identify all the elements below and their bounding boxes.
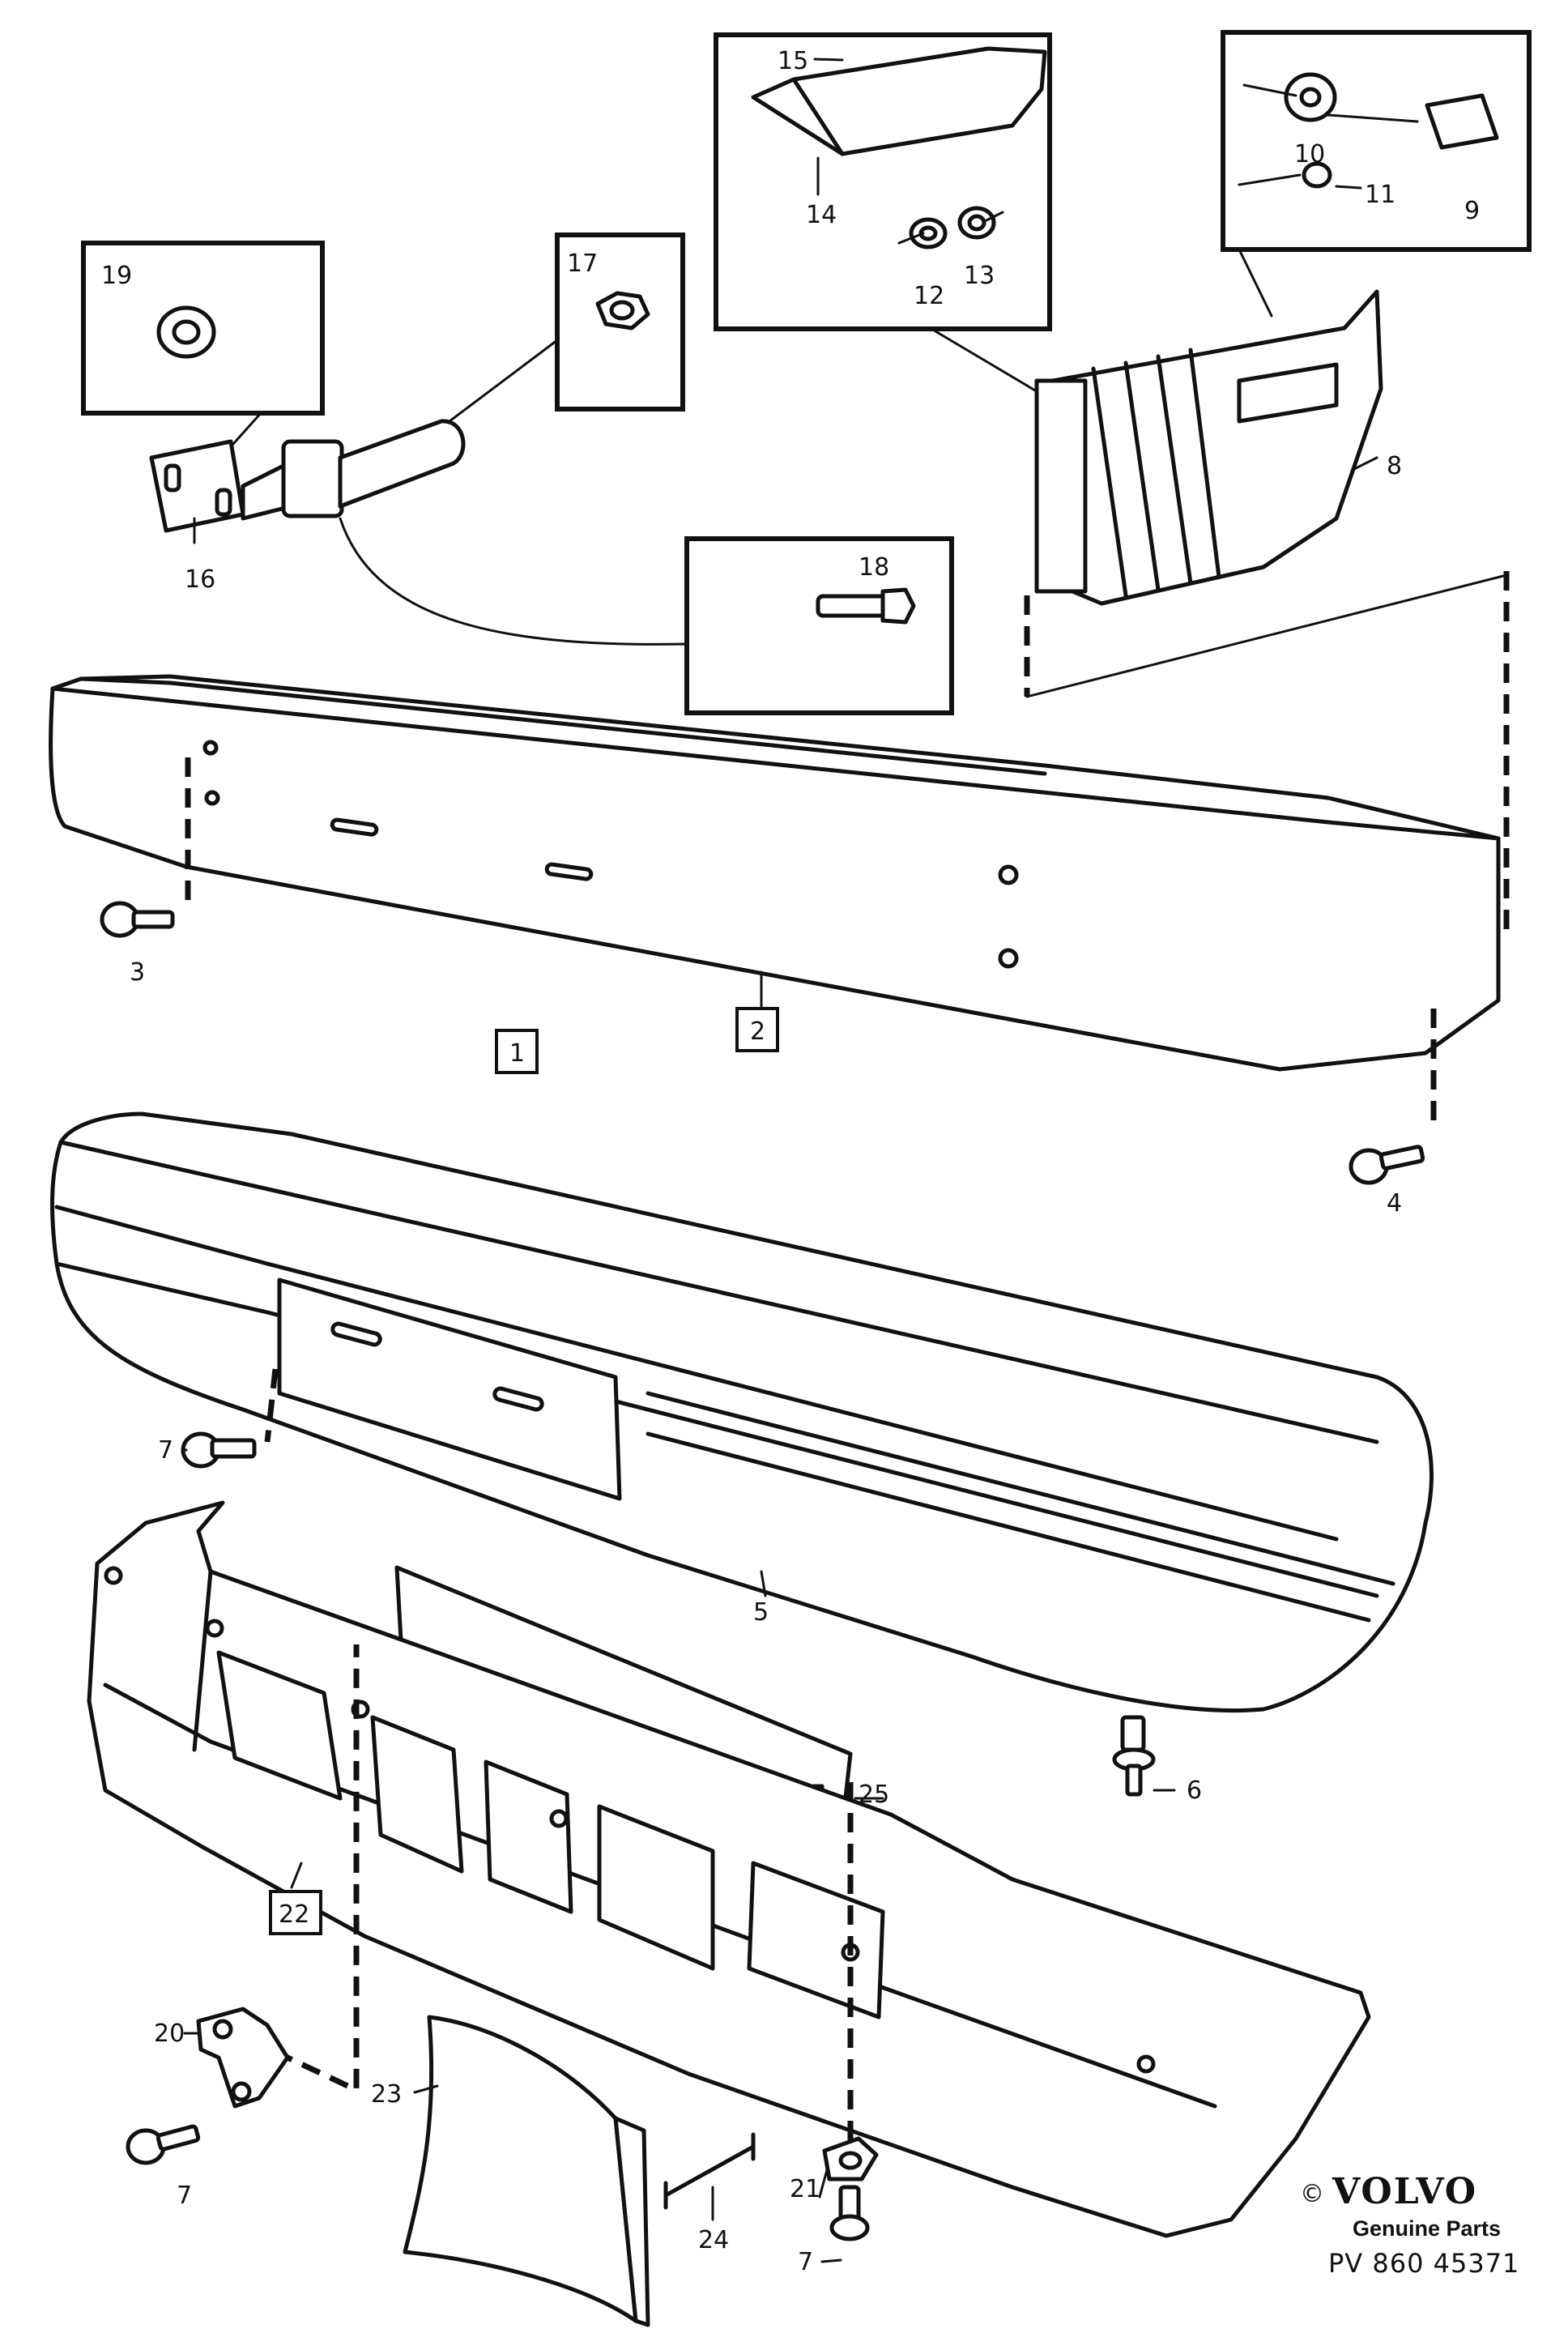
dashed-guide-8: [1024, 571, 1510, 940]
callout-3: 3: [130, 958, 145, 987]
callout-8: 8: [1387, 452, 1402, 480]
callout-11: 11: [1365, 181, 1395, 209]
callout-19: 19: [101, 262, 132, 290]
part-21-nut: [822, 2136, 879, 2182]
drawing-number: PV 860 45371: [1328, 2248, 1519, 2279]
callout-17: 17: [567, 250, 598, 278]
svg-text:2: 2: [750, 1017, 765, 1046]
callout-6: 6: [1187, 1776, 1202, 1805]
callout-7-bottom: 7: [798, 2248, 813, 2276]
part-7-screw-left: [126, 2124, 201, 2165]
part-7-screw-top: [181, 1431, 257, 1469]
part-3-screw: [100, 901, 175, 938]
callout-7-left: 7: [177, 2182, 192, 2210]
callout-16: 16: [185, 565, 215, 594]
part-23-cover: [403, 2015, 650, 2327]
part-22-valance: [87, 1500, 1371, 2238]
inset-box-9-11: [1221, 30, 1532, 252]
link-18-16: [339, 517, 688, 646]
callout-leaders: [181, 58, 1419, 2263]
callout-23: 23: [371, 2080, 402, 2109]
link-17-16: [448, 339, 559, 423]
svg-text:1: 1: [509, 1039, 525, 1068]
callout-9: 9: [1464, 197, 1480, 225]
boxed-callout-1: 1: [495, 1029, 539, 1074]
callout-10: 10: [1294, 140, 1325, 168]
inset-box-17: [555, 232, 685, 412]
callout-7-top: 7: [158, 1436, 173, 1465]
part-5-bumper-cover: [50, 1111, 1434, 1713]
part-6-stud: [1112, 1715, 1156, 1797]
dashed-guide-7: [264, 1368, 279, 1443]
part-24-clip: [663, 2132, 756, 2210]
callout-20: 20: [154, 2020, 185, 2048]
part-8-absorber: [1034, 289, 1383, 606]
copyright-symbol: ©: [1300, 2180, 1324, 2208]
inset-box-12-15: [714, 32, 1052, 331]
callout-12: 12: [914, 282, 944, 310]
callout-24: 24: [698, 2226, 729, 2254]
inset-box-19: [81, 241, 325, 416]
boxed-callout-22: 22: [269, 1890, 322, 1935]
link-1215-8: [930, 327, 1055, 403]
svg-text:22: 22: [279, 1900, 309, 1929]
callout-25: 25: [859, 1781, 889, 1809]
callout-4: 4: [1387, 1189, 1402, 1218]
callout-labels: 19 17 18 15 14 12 13 10 11 9 8 16 3 4 5 …: [101, 47, 1480, 2276]
callout-5: 5: [753, 1598, 769, 1627]
volvo-logo-block: © VOLVO Genuine Parts PV 860 45371: [1300, 2171, 1519, 2279]
guide-8-line: [1025, 574, 1508, 698]
part-7-screw-bottom: [829, 2185, 870, 2241]
part-4-screw: [1349, 1145, 1425, 1185]
boxed-callout-2: 2: [735, 1007, 779, 1052]
callout-18: 18: [859, 553, 889, 582]
brand-wordmark: VOLVO: [1332, 2171, 1477, 2212]
part-20-bracket: [196, 2007, 290, 2109]
dashed-guide-22: [217, 1644, 360, 2095]
callout-14: 14: [806, 201, 837, 229]
inset-box-18: [684, 536, 954, 715]
link-911-8: [1238, 248, 1273, 318]
callout-15: 15: [778, 47, 808, 75]
callout-21: 21: [790, 2175, 820, 2203]
callout-13: 13: [964, 262, 995, 290]
brand-subtitle: Genuine Parts: [1353, 2216, 1501, 2241]
part-16-bracket: [149, 419, 466, 533]
part-2-bumper-bar: [49, 674, 1501, 1072]
